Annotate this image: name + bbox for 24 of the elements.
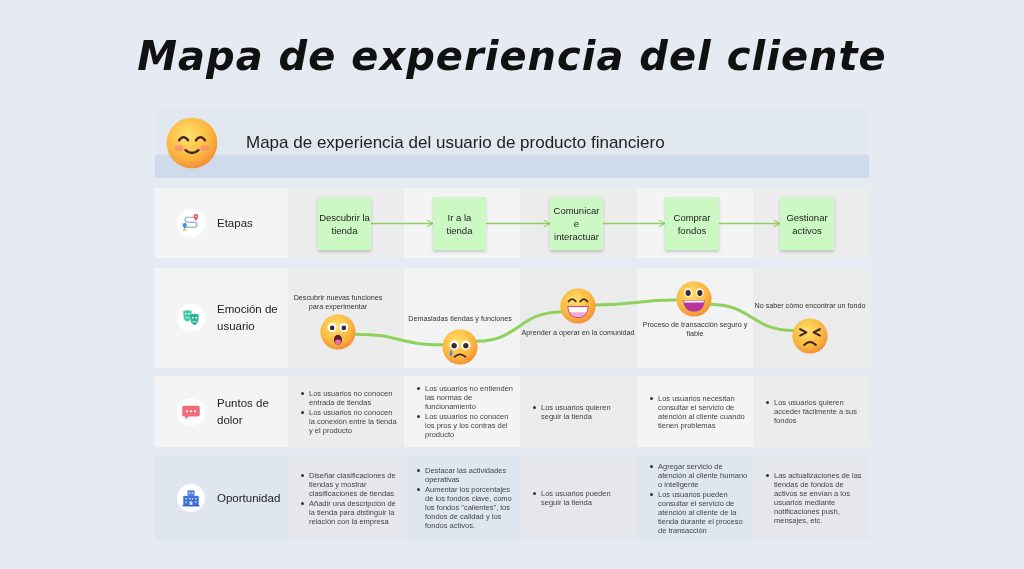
row-heading: Puntos de dolor — [217, 395, 270, 428]
page-title: Mapa de experiencia del cliente — [137, 33, 887, 79]
stage-box: Comunicar e interactuar — [550, 197, 603, 250]
row-heading: Etapas — [217, 215, 254, 231]
grinning-squint-face-icon — [560, 288, 596, 324]
stage-box: Descubrir la tienda — [318, 197, 371, 250]
curve-line — [354, 332, 444, 347]
arrow — [718, 219, 781, 228]
surprised-face-icon — [320, 314, 356, 350]
stage-box: Ir a la tienda — [433, 197, 486, 250]
row-heading: Emoción de usuario — [217, 302, 279, 334]
curve-line — [709, 303, 795, 332]
sad-tear-face-icon — [442, 329, 478, 365]
curve-line — [594, 298, 678, 307]
row-heading: Oportunidad — [217, 490, 282, 506]
stage-box: Gestionar activos — [780, 197, 834, 250]
grinning-face-icon — [676, 281, 712, 317]
arrow — [602, 219, 666, 228]
stage-box: Comprar fondos — [665, 197, 719, 250]
persevering-face-icon — [792, 318, 828, 354]
curve-line — [475, 310, 563, 343]
arrow — [485, 219, 551, 228]
arrow — [370, 219, 434, 228]
panel-heading: Mapa de experiencia del usuario de producto financiero — [246, 133, 665, 153]
